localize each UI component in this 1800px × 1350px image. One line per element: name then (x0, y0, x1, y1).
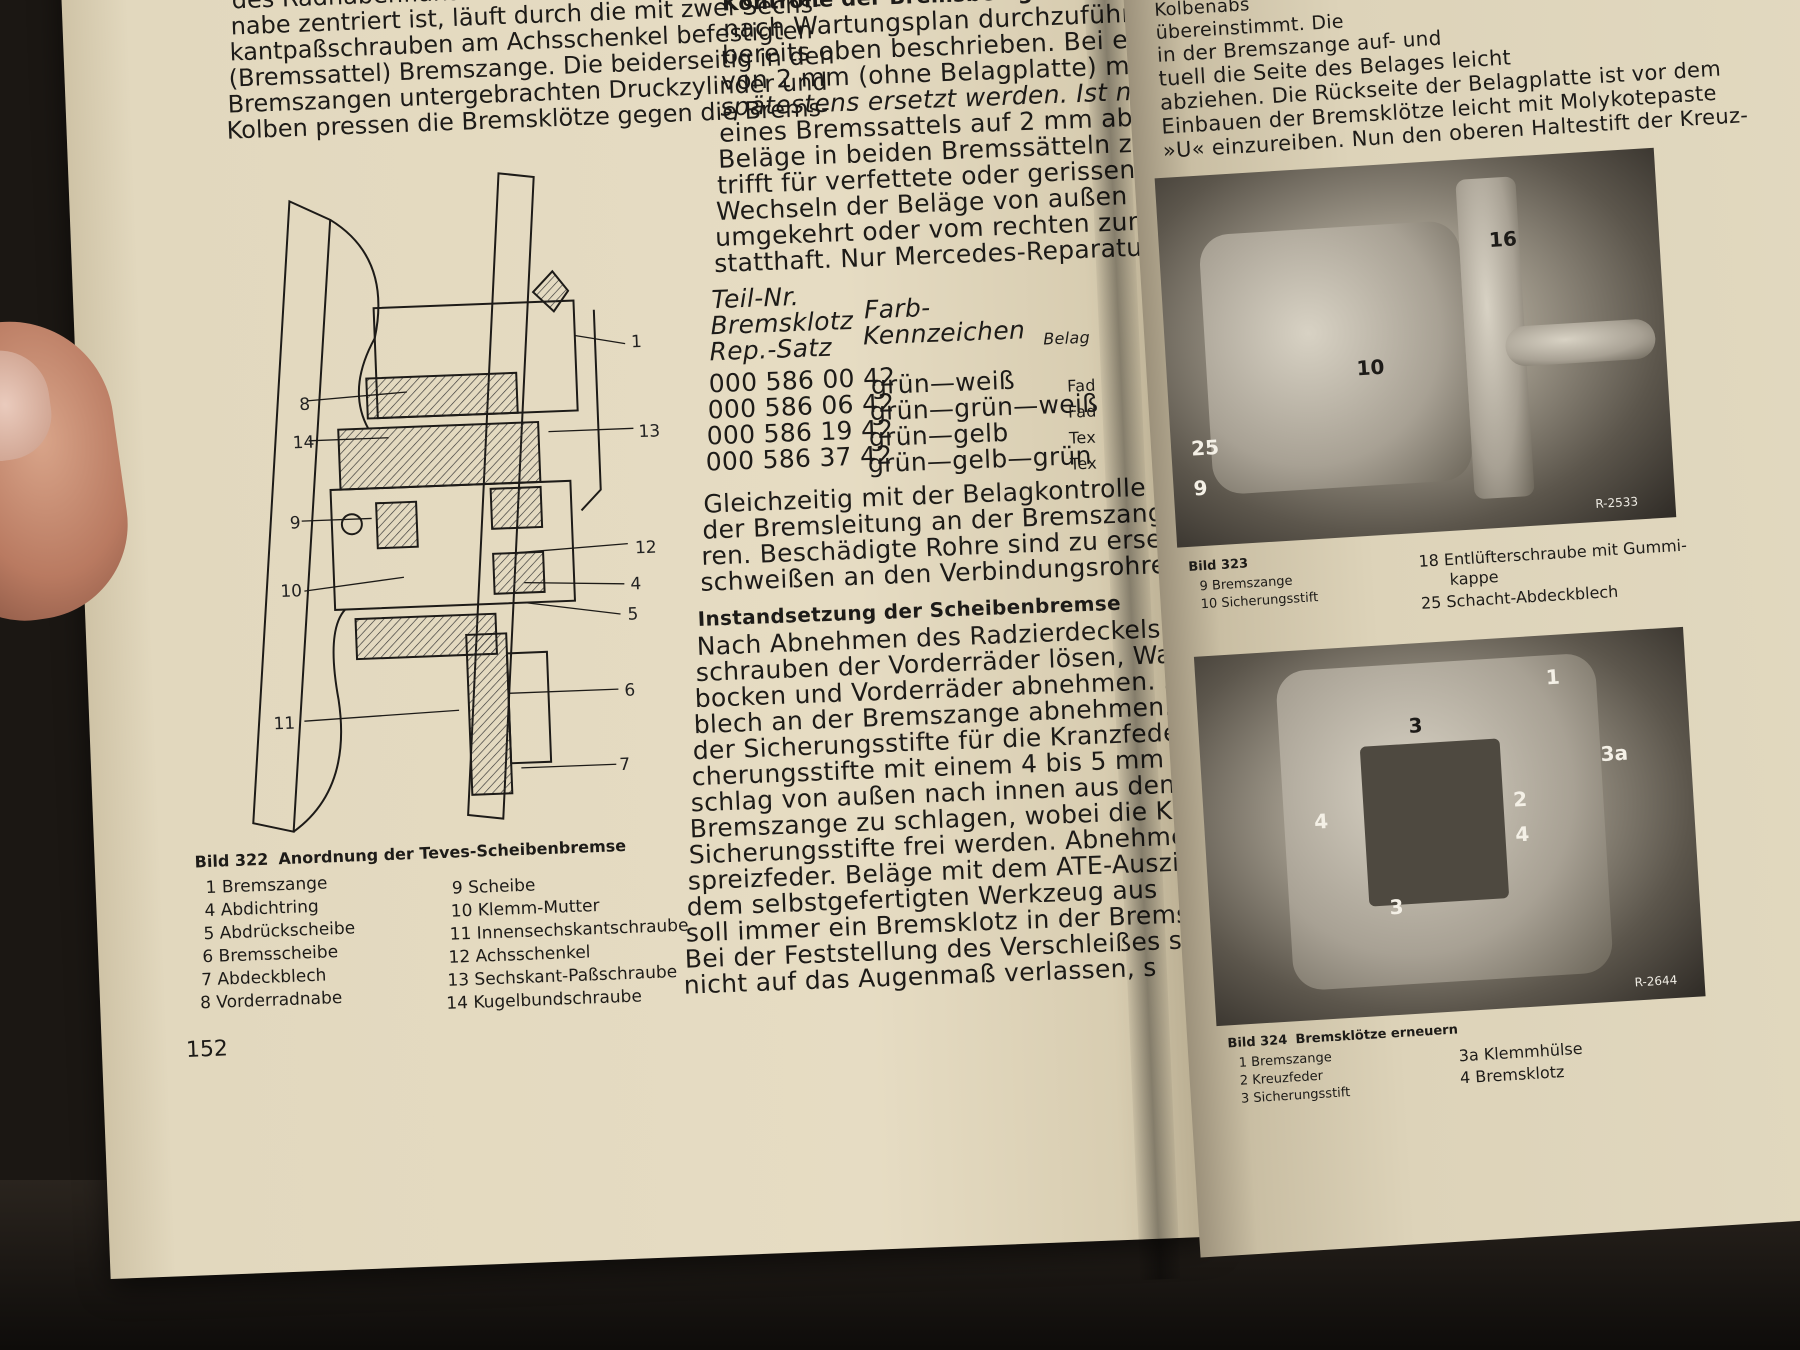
legend-item: 8 Vorderradnabe (199, 987, 343, 1014)
brake-cross-section-drawing (252, 172, 634, 833)
callout-8: 8 (298, 394, 311, 416)
legend-item: 4 Abdichtring (204, 896, 320, 922)
table-cell-nr: 000 586 37 42 (705, 440, 893, 477)
photo-callout: 2 (1512, 786, 1528, 812)
legend-item: 18 Entlüfterschraube mit Gummi- (1417, 535, 1688, 571)
callout-10: 10 (280, 581, 303, 602)
photo-callout: 3a (1599, 740, 1629, 767)
callout-12: 12 (634, 537, 658, 559)
figure-number: Bild 322 (194, 849, 269, 872)
callout-1: 1 (630, 331, 643, 353)
photo-callout: 4 (1313, 808, 1329, 834)
callout-13: 13 (638, 421, 661, 443)
table-header: Rep.-Satz (708, 332, 833, 367)
photo-caption-number: Bild 324 (1227, 1032, 1288, 1052)
photo-callout: 4 (1514, 821, 1530, 847)
callout-9: 9 (289, 513, 302, 534)
caliper-shape (1198, 219, 1474, 496)
right-page: Kolbenabs übereinstimmt. Die in der Brem… (1120, 0, 1800, 1258)
callout-5: 5 (627, 604, 639, 625)
left-page: des Radnabenflansches nabe zentriert ist… (60, 0, 1267, 1280)
page-number: 152 (185, 1036, 229, 1063)
photo-callout: 3 (1388, 894, 1405, 920)
photo-caption-number: Bild 323 (1187, 556, 1249, 575)
photo-reference: R-2644 (1634, 972, 1678, 990)
legend-item: kappe (1449, 567, 1500, 590)
callout-6: 6 (624, 680, 636, 701)
callout-14: 14 (292, 432, 315, 454)
photo-callout: 16 (1488, 226, 1518, 253)
caliper-photo-1: 16 10 25 9 R-2533 (1154, 147, 1677, 548)
table-cell-belag: Fad (1067, 401, 1098, 422)
photo-callout: 3 (1407, 713, 1424, 738)
photo-callout: 10 (1355, 354, 1386, 381)
photo-callout: 1 (1545, 664, 1561, 690)
photo-reference: R-2533 (1594, 494, 1639, 512)
table-cell-belag: Tex (1069, 453, 1098, 474)
callout-4: 4 (630, 574, 642, 595)
photo-callout: 25 (1190, 434, 1220, 461)
legend-item: 9 Scheibe (451, 875, 536, 899)
photo-caption: Bild 324 Bremsklötze erneuern (1227, 1019, 1459, 1055)
table-header: Belag (1042, 327, 1091, 349)
table-cell-farbe: grün—gelb—grün (867, 440, 1093, 479)
callout-11: 11 (273, 713, 296, 735)
photo-caption-title: Bremsklötze erneuern (1295, 1022, 1459, 1048)
brake-pad-shape (1359, 738, 1510, 907)
callout-7: 7 (618, 754, 631, 776)
figure-title: Anordnung der Teves-Scheibenbremse (278, 835, 627, 869)
steering-arm-shape (1504, 318, 1657, 368)
photo-callout: 9 (1192, 475, 1209, 501)
table-header: Kennzeichen (862, 315, 1026, 351)
caliper-photo-2: 1 3 3a 2 4 4 3 R-2644 (1193, 626, 1706, 1027)
